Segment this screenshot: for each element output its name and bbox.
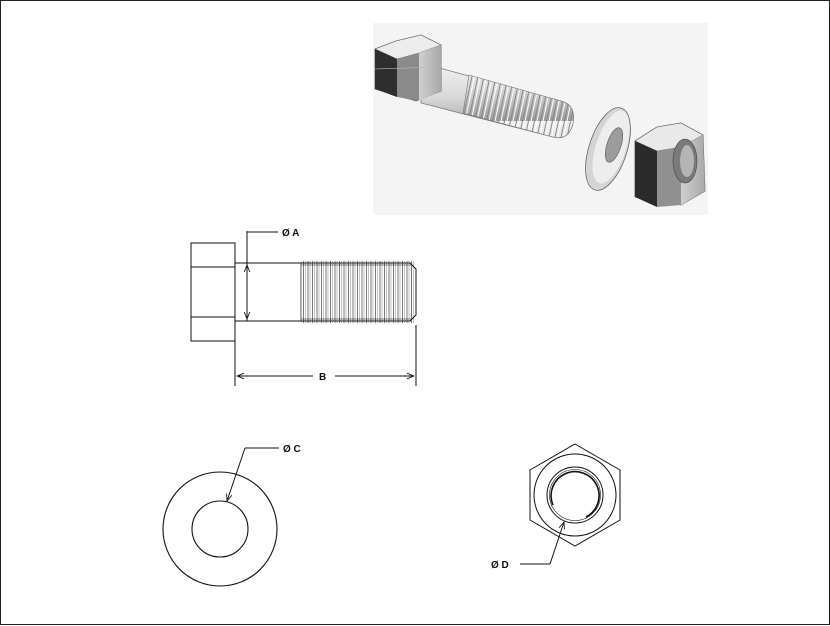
label-length-b: B	[319, 372, 326, 383]
nut-front-view	[529, 443, 621, 547]
label-dia-d: Ø D	[491, 560, 509, 571]
dimension-a	[247, 231, 278, 321]
dimension-b	[234, 325, 417, 386]
bolt-side-view	[190, 242, 417, 342]
isometric-nut-render	[634, 122, 706, 207]
isometric-bolt-render	[373, 23, 708, 215]
dimension-c-leader	[227, 447, 279, 501]
label-dia-a: Ø A	[282, 228, 299, 239]
label-dia-c: Ø C	[283, 444, 301, 455]
washer-front-view	[162, 471, 278, 587]
dimension-d-leader	[520, 522, 564, 565]
isometric-washer-render	[585, 107, 631, 191]
